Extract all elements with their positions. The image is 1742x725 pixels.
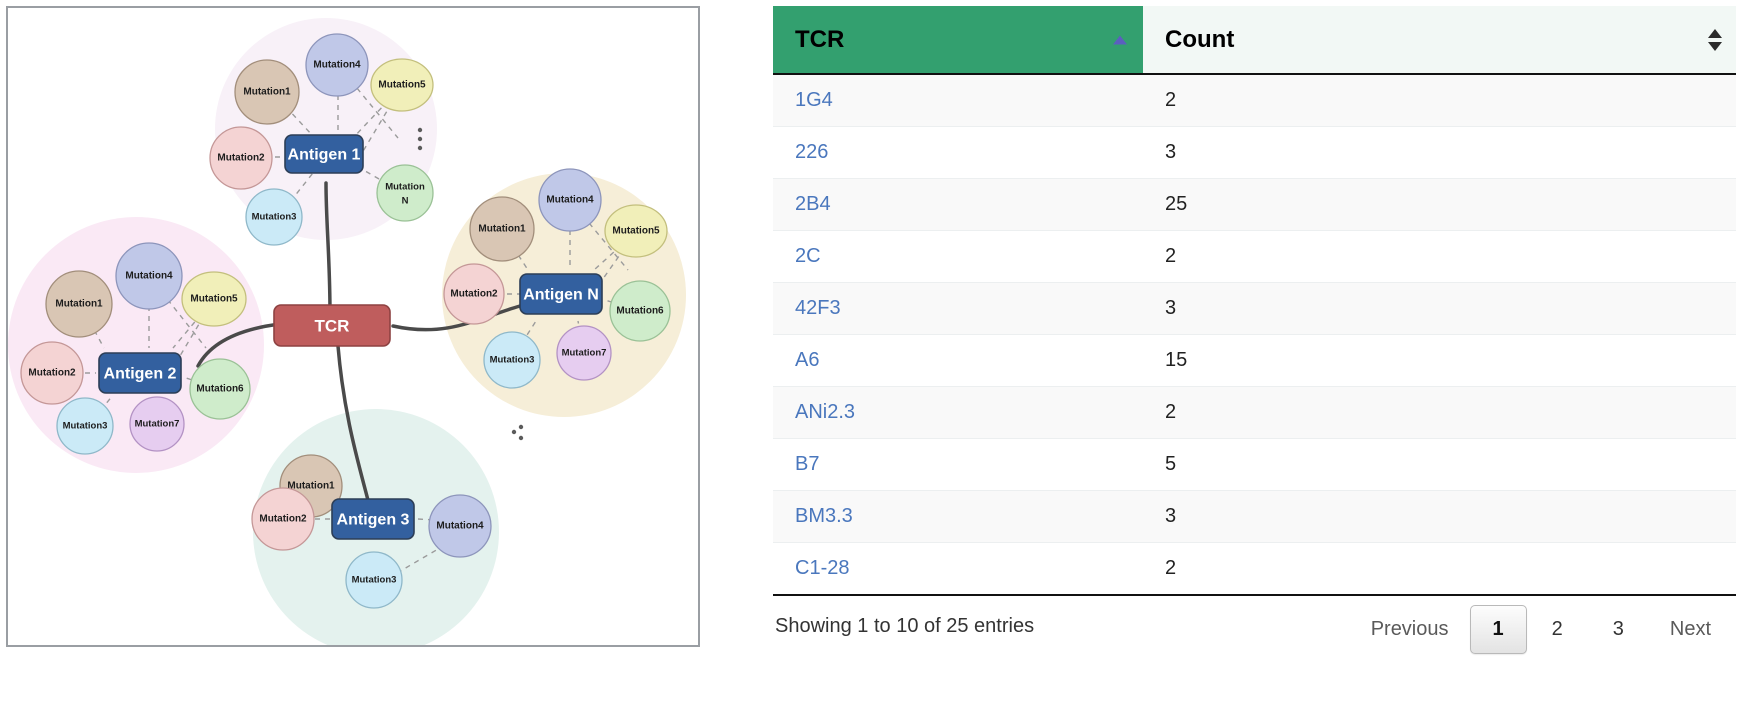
sort-both-icon[interactable]: [1708, 29, 1722, 51]
antigen-label: Antigen 1: [288, 147, 361, 164]
cell-tcr: 1G4: [773, 74, 1143, 127]
cell-tcr: ANi2.3: [773, 387, 1143, 439]
mutation-label-line2: N: [402, 196, 409, 207]
table-footer: Showing 1 to 10 of 25 entries Previous 1…: [773, 597, 1736, 667]
cell-count: 2: [1143, 231, 1736, 283]
table-head: TCR Count: [773, 6, 1736, 74]
cell-count: 3: [1143, 283, 1736, 335]
mutation-label: Mutation2: [259, 514, 307, 525]
cell-tcr: C1-28: [773, 543, 1143, 596]
mutation-label: Mutation2: [217, 153, 265, 164]
table-row: 226 3: [773, 127, 1736, 179]
tcr-link[interactable]: 42F3: [795, 297, 841, 319]
antigen-label: Antigen 3: [337, 512, 410, 529]
pagination: Previous 1 2 3 Next: [1350, 605, 1732, 654]
tcr-count-table: TCR Count 1G4222632B4252C242F33A615ANi2.…: [773, 6, 1736, 596]
mutation-label: Mutation5: [378, 80, 426, 91]
cell-count: 3: [1143, 127, 1736, 179]
column-header-count[interactable]: Count: [1143, 6, 1736, 74]
cell-tcr: 226: [773, 127, 1143, 179]
table-row: ANi2.3 2: [773, 387, 1736, 439]
table-row: A6 15: [773, 335, 1736, 387]
diagram-svg: Mutation1 Mutation2 Mutation3 Mutation4 …: [8, 8, 698, 645]
sort-down-icon: [1708, 42, 1722, 51]
mutation-label: Mutation6: [616, 306, 664, 317]
column-header-tcr-label: TCR: [795, 26, 844, 53]
mutation-label: Mutation3: [352, 575, 397, 586]
tcr-link[interactable]: 2C: [795, 245, 821, 267]
pagination-page-3[interactable]: 3: [1588, 607, 1649, 652]
cell-count: 15: [1143, 335, 1736, 387]
mutation-label: Mutation1: [55, 299, 103, 310]
ellipsis-diagonal-icon: [512, 425, 523, 440]
mutation-label: Mutation2: [28, 368, 76, 379]
tcr-link[interactable]: C1-28: [795, 557, 849, 579]
mutation-label: Mutation7: [135, 419, 180, 430]
cell-count: 25: [1143, 179, 1736, 231]
cell-count: 3: [1143, 491, 1736, 543]
ellipsis-vertical-icon: [418, 128, 422, 150]
mutation-label: Mutation7: [562, 348, 607, 359]
tcr-link[interactable]: BM3.3: [795, 505, 853, 527]
entries-summary: Showing 1 to 10 of 25 entries: [775, 615, 1034, 638]
tcr-link[interactable]: B7: [795, 453, 819, 475]
pagination-next[interactable]: Next: [1649, 607, 1732, 652]
mutation-label: Mutation1: [243, 87, 291, 98]
mutation-label: Mutation3: [490, 355, 535, 366]
table-row: C1-28 2: [773, 543, 1736, 596]
cell-count: 2: [1143, 387, 1736, 439]
cell-tcr: A6: [773, 335, 1143, 387]
table-body: 1G4222632B4252C242F33A615ANi2.32B75BM3.3…: [773, 74, 1736, 595]
column-header-tcr[interactable]: TCR: [773, 6, 1143, 74]
tcr-link[interactable]: 226: [795, 141, 828, 163]
table-row: BM3.3 3: [773, 491, 1736, 543]
tcr-link[interactable]: ANi2.3: [795, 401, 855, 423]
cell-tcr: BM3.3: [773, 491, 1143, 543]
antigen-label: Antigen N: [523, 287, 599, 304]
tcr-antigen-diagram-panel: Mutation1 Mutation2 Mutation3 Mutation4 …: [6, 6, 700, 647]
tcr-center-label: TCR: [315, 317, 350, 336]
column-header-count-label: Count: [1165, 26, 1234, 53]
mutation-label: Mutation6: [196, 384, 244, 395]
mutation-label: Mutation1: [478, 224, 526, 235]
antigen-label: Antigen 2: [104, 366, 177, 383]
tcr-link[interactable]: 1G4: [795, 89, 833, 111]
sort-ascending-icon[interactable]: [1113, 35, 1127, 44]
pagination-page-1[interactable]: 1: [1470, 605, 1527, 654]
mutation-label: Mutation4: [546, 195, 594, 206]
mutation-label: Mutation: [385, 182, 425, 193]
cell-count: 2: [1143, 543, 1736, 596]
mutation-label: Mutation4: [436, 521, 484, 532]
cell-count: 2: [1143, 74, 1736, 127]
tcr-link[interactable]: 2B4: [795, 193, 831, 215]
sort-up-icon: [1708, 29, 1722, 38]
pagination-page-2[interactable]: 2: [1527, 607, 1588, 652]
mutation-label: Mutation5: [190, 294, 238, 305]
mutation-label: Mutation5: [612, 226, 660, 237]
table-row: 2B4 25: [773, 179, 1736, 231]
table-row: B7 5: [773, 439, 1736, 491]
cell-tcr: 42F3: [773, 283, 1143, 335]
cell-tcr: 2B4: [773, 179, 1143, 231]
tcr-count-table-region: TCR Count 1G4222632B4252C242F33A615ANi2.…: [773, 6, 1736, 706]
cell-tcr: B7: [773, 439, 1143, 491]
mutation-label: Mutation4: [125, 271, 173, 282]
mutation-node[interactable]: [377, 165, 433, 221]
mutation-label: Mutation2: [450, 289, 498, 300]
tcr-link[interactable]: A6: [795, 349, 819, 371]
table-row: 1G4 2: [773, 74, 1736, 127]
tcr-center-node[interactable]: TCR: [274, 305, 390, 346]
mutation-label: Mutation3: [252, 212, 297, 223]
pagination-previous[interactable]: Previous: [1350, 607, 1470, 652]
cell-tcr: 2C: [773, 231, 1143, 283]
table-header-row: TCR Count: [773, 6, 1736, 74]
cell-count: 5: [1143, 439, 1736, 491]
table-row: 42F3 3: [773, 283, 1736, 335]
mutation-label: Mutation4: [313, 60, 361, 71]
mutation-label: Mutation3: [63, 421, 108, 432]
table-row: 2C 2: [773, 231, 1736, 283]
